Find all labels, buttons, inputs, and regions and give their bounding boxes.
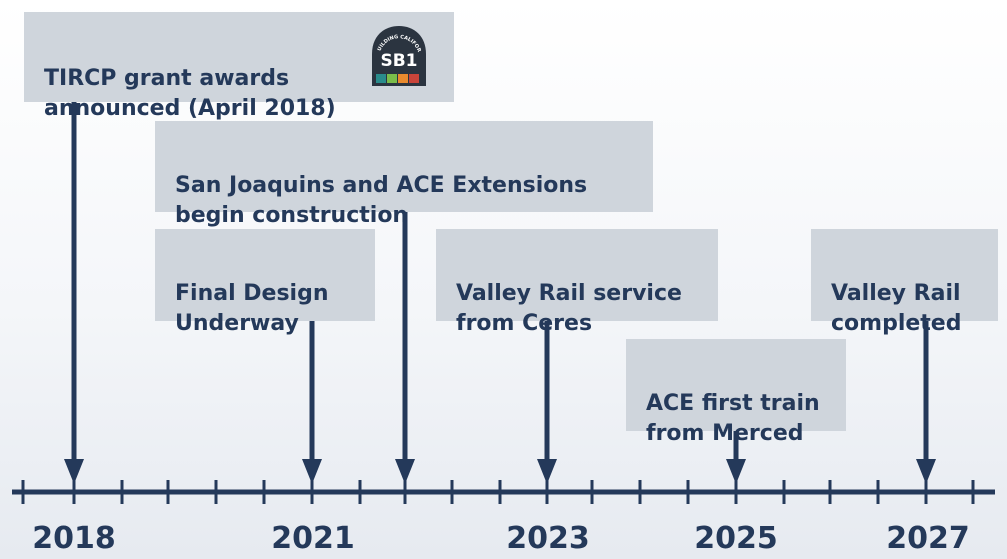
sb1-logo: REBUILDING CALIFORNIA SB1 [366,24,426,86]
milestone-label: TIRCP grant awards announced (April 2018… [44,66,336,121]
milestone-arrows [64,102,936,484]
logo-tile-orange [398,74,408,83]
logo-tile-teal [376,74,386,83]
milestone-label: San Joaquins and ACE Extensions begin co… [175,173,588,228]
milestone-label: Final Design Underway [175,281,329,336]
milestone-label: Valley Rail completed [831,281,962,336]
milestone-ace-first-train: ACE first train from Merced [626,339,846,446]
year-label: 2027 [886,521,970,556]
milestone-arrow [302,321,322,484]
milestone-valley-rail-completed: Valley Rail completed [811,229,998,336]
milestone-arrow [916,321,936,484]
milestone-begin-construction: San Joaquins and ACE Extensions begin co… [155,121,653,228]
logo-tile-green [387,74,397,83]
milestone-label: ACE first train from Merced [646,391,820,446]
year-label: 2023 [506,521,590,556]
year-label: 2025 [694,521,778,556]
logo-badge-text: SB1 [380,51,417,71]
logo-tile-red [409,74,419,83]
milestone-final-design: Final Design Underway [155,229,375,336]
axis-ticks [21,480,975,504]
milestone-arrow [395,212,415,484]
timeline-axis [12,480,995,504]
year-label: 2021 [271,521,355,556]
milestone-label: Valley Rail service from Ceres [456,281,682,336]
milestone-arrow [537,321,557,484]
year-label: 2018 [32,521,116,556]
milestone-arrow [726,431,746,484]
milestone-arrow [64,102,84,484]
milestone-service-from-ceres: Valley Rail service from Ceres [436,229,718,336]
